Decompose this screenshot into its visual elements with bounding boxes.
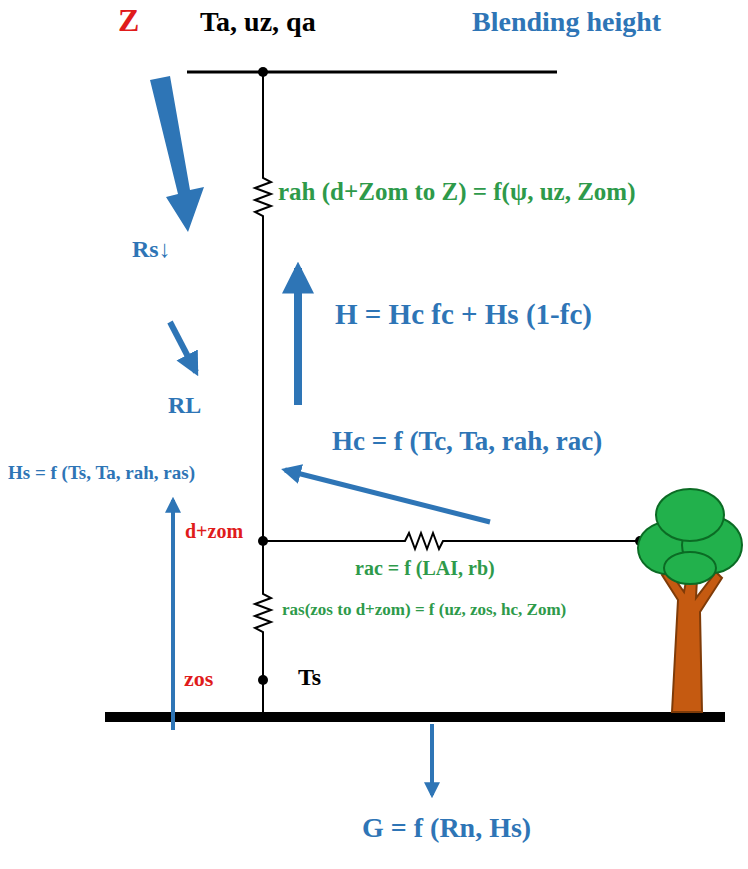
height-symbol: zos [184, 666, 213, 691]
canopy-wire [263, 533, 640, 549]
node-dot [258, 67, 268, 77]
resistance-formula: rac = f (LAI, rb) [355, 557, 495, 580]
level-name: Blending height [472, 6, 661, 38]
radiation-arrow [150, 76, 204, 232]
flux-formula: Hc = f (Tc, Ta, rah, rac) [332, 426, 602, 457]
canopy-flux-arrow [285, 470, 490, 522]
temperature-symbol: Ts [298, 664, 321, 692]
blending-line [187, 71, 557, 74]
resistance-formula: rah (d+Zom to Z) = f(ψ, uz, Zom) [278, 178, 635, 207]
longwave-arrow [170, 322, 196, 372]
flux-formula: G = f (Rn, Hs) [362, 812, 531, 844]
flux-formula: H = Hc fc + Hs (1-fc) [335, 298, 592, 331]
flux-name: RL [168, 392, 201, 420]
variable-list: Ta, uz, qa [200, 6, 316, 38]
soil-flux-arrow [171, 500, 175, 730]
flux-name: Rs↓ [132, 236, 171, 264]
flux-arrow [294, 268, 302, 405]
node-dot [258, 675, 268, 685]
height-symbol: d+zom [185, 520, 243, 543]
ground-flux-arrow [430, 724, 434, 795]
vertical-wire [255, 72, 271, 712]
resistance-formula: ras(zos to d+zom) = f (uz, zos, hc, Zom) [282, 600, 566, 620]
height-symbol: Z [118, 2, 139, 39]
ground-bar [105, 712, 725, 722]
flux-formula: Hs = f (Ts, Ta, rah, ras) [8, 462, 195, 484]
node-dot [258, 536, 268, 546]
tree-illustration [638, 489, 742, 712]
